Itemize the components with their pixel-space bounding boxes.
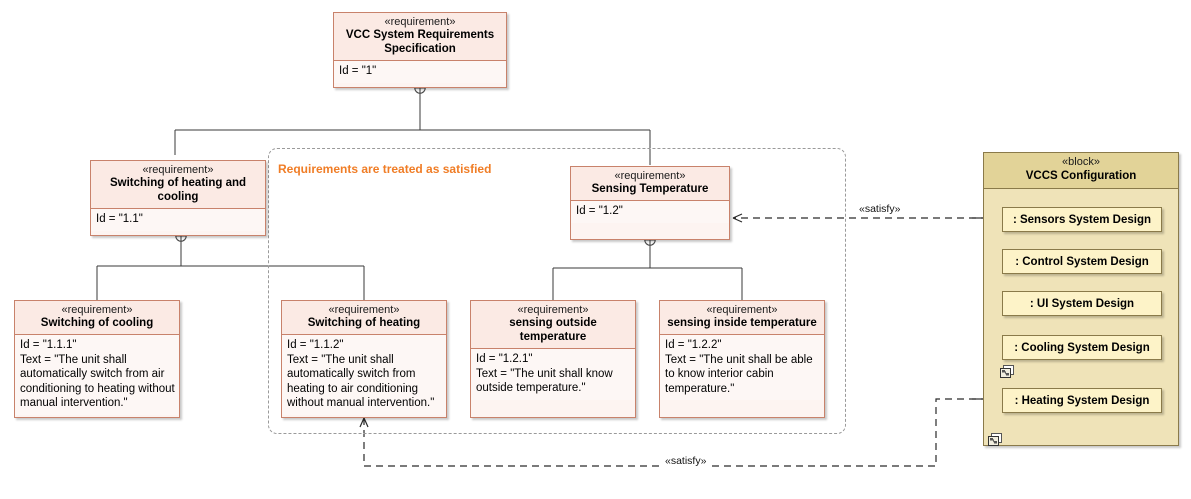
- stereotype-label: «requirement»: [142, 164, 214, 176]
- requirement-name: Switching of heating and cooling: [109, 177, 247, 203]
- requirement-sensing-inside-temperature[interactable]: «requirement» sensing inside temperature…: [659, 300, 825, 418]
- requirement-name: VCC System Requirements Specification: [345, 29, 495, 55]
- requirement-switching-of-heating[interactable]: «requirement» Switching of heating Id = …: [281, 300, 447, 418]
- requirement-name: Switching of heating: [307, 317, 421, 329]
- stereotype-label: «block»: [1062, 156, 1100, 168]
- requirement-properties: Id = "1.1.2" Text = "The unit shall auto…: [282, 335, 446, 415]
- stereotype-label: «requirement»: [706, 304, 778, 316]
- part-sensors-system-design[interactable]: : Sensors System Design: [1002, 207, 1162, 232]
- part-ui-system-design[interactable]: : UI System Design: [1002, 291, 1162, 316]
- requirement-name: Sensing Temperature: [591, 183, 709, 195]
- stereotype-label: «requirement»: [328, 304, 400, 316]
- requirement-switching-of-cooling[interactable]: «requirement» Switching of cooling Id = …: [14, 300, 180, 418]
- requirement-header: «requirement» Switching of heating and c…: [91, 161, 265, 209]
- requirement-name: sensing inside temperature: [667, 317, 817, 329]
- nested-diagram-icon[interactable]: [1000, 365, 1015, 379]
- requirement-name: sensing outside temperature: [509, 317, 597, 343]
- part-cooling-system-design[interactable]: : Cooling System Design: [1002, 335, 1162, 360]
- region-note-label: Requirements are treated as satisfied: [278, 162, 492, 176]
- block-header: «block» VCCS Configuration: [984, 153, 1178, 189]
- requirement-switching-of-heating-and-cooling[interactable]: «requirement» Switching of heating and c…: [90, 160, 266, 236]
- stereotype-label: «requirement»: [384, 16, 456, 28]
- part-heating-system-design[interactable]: : Heating System Design: [1002, 388, 1162, 413]
- requirement-properties: Id = "1": [334, 61, 506, 83]
- part-label: : Cooling System Design: [1014, 341, 1150, 354]
- block-vccs-configuration[interactable]: «block» VCCS Configuration : Sensors Sys…: [983, 152, 1179, 446]
- requirement-properties: Id = "1.1.1" Text = "The unit shall auto…: [15, 335, 179, 415]
- requirement-sensing-temperature[interactable]: «requirement» Sensing Temperature Id = "…: [570, 166, 730, 240]
- part-label: : Heating System Design: [1014, 394, 1150, 407]
- requirement-header: «requirement» sensing inside temperature: [660, 301, 824, 335]
- requirement-header: «requirement» sensing outside temperatur…: [471, 301, 635, 349]
- satisfy-stub-sensors: [972, 217, 984, 219]
- satisfy-label-sensors: «satisfy»: [856, 203, 904, 215]
- part-label: : Control System Design: [1015, 255, 1149, 268]
- stereotype-label: «requirement»: [61, 304, 133, 316]
- requirement-properties: Id = "1.2.2" Text = "The unit shall be a…: [660, 335, 824, 400]
- requirement-properties: Id = "1.1": [91, 209, 265, 231]
- part-label: : Sensors System Design: [1012, 213, 1152, 226]
- nested-diagram-icon[interactable]: [988, 433, 1003, 447]
- satisfy-label-heating: «satisfy»: [662, 455, 710, 467]
- requirement-vcc-system-requirements-specification[interactable]: «requirement» VCC System Requirements Sp…: [333, 12, 507, 88]
- requirement-header: «requirement» Switching of heating: [282, 301, 446, 335]
- stereotype-label: «requirement»: [517, 304, 589, 316]
- requirement-name: Switching of cooling: [40, 317, 154, 329]
- stereotype-label: «requirement»: [614, 170, 686, 182]
- requirement-properties: Id = "1.2.1" Text = "The unit shall know…: [471, 349, 635, 400]
- requirement-sensing-outside-temperature[interactable]: «requirement» sensing outside temperatur…: [470, 300, 636, 418]
- satisfy-stub-heating: [972, 398, 984, 400]
- part-label: : UI System Design: [1029, 297, 1135, 310]
- requirement-header: «requirement» Switching of cooling: [15, 301, 179, 335]
- block-name: VCCS Configuration: [1025, 170, 1137, 182]
- part-control-system-design[interactable]: : Control System Design: [1002, 249, 1162, 274]
- requirement-header: «requirement» Sensing Temperature: [571, 167, 729, 201]
- requirement-properties: Id = "1.2": [571, 201, 729, 223]
- requirement-header: «requirement» VCC System Requirements Sp…: [334, 13, 506, 61]
